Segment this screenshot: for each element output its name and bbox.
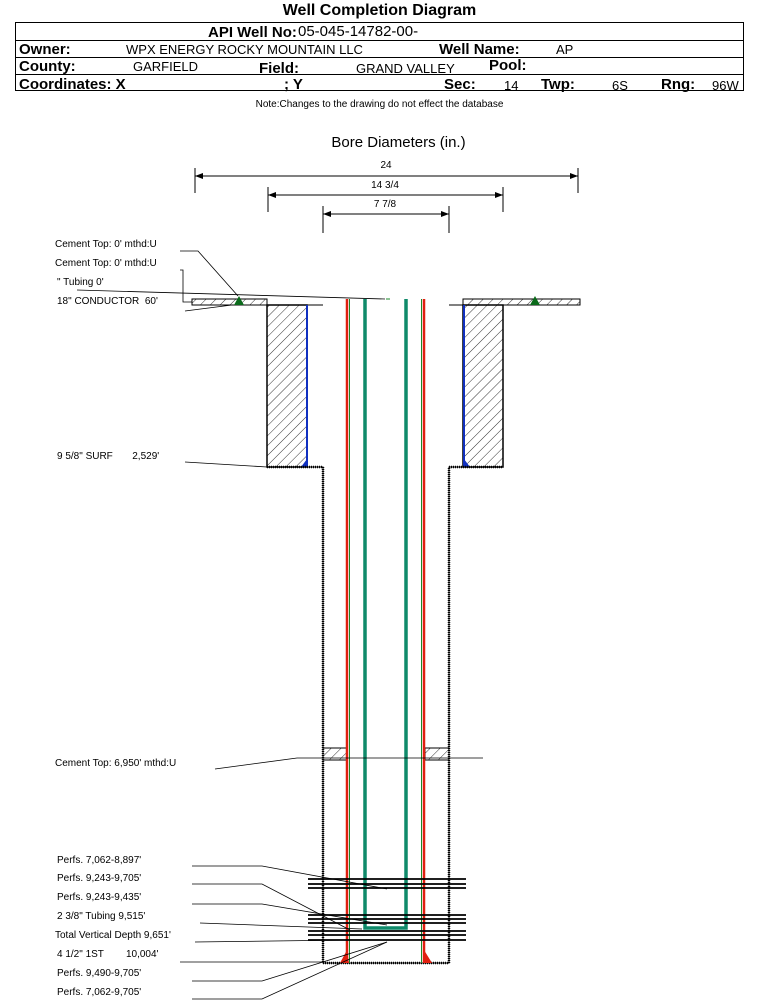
twp-value: 6S (612, 78, 628, 93)
label-cement-top-0-a: Cement Top: 0' mthd:U (55, 239, 157, 250)
well-name-label: Well Name: (439, 41, 520, 58)
label-total-vertical-depth: Total Vertical Depth 9,651' (55, 930, 171, 941)
county-label: County: (19, 58, 76, 75)
conductor-right (462, 298, 581, 306)
conductor-left (191, 298, 268, 306)
label-surface-casing: 9 5/8" SURF 2,529' (57, 451, 160, 462)
surface-cement-left (266, 304, 308, 468)
tubing (363, 299, 408, 930)
label-production-casing: 4 1/2" 1ST 10,004' (57, 949, 159, 960)
label-cement-top-0-b: Cement Top: 0' mthd:U (55, 258, 157, 269)
label-perfs-7062-8897: Perfs. 7,062-8,897' (57, 855, 142, 866)
owner-label: Owner: (19, 41, 71, 58)
label-tubing-0: " Tubing 0' (57, 277, 104, 288)
county-value: GARFIELD (133, 59, 199, 74)
rng-label: Rng: (661, 76, 696, 93)
coord-x-label: Coordinates: X (19, 76, 126, 93)
bore-diameter-24: 24 (380, 160, 392, 171)
api-value: 05-045-14782-00- (298, 23, 419, 40)
bore-diameter-7-7-8: 7 7/8 (373, 199, 397, 210)
field-value: GRAND VALLEY (356, 61, 455, 76)
twp-label: Twp: (541, 76, 575, 93)
pool-label: Pool: (489, 57, 527, 74)
label-cement-top-6950: Cement Top: 6,950' mthd:U (55, 758, 177, 769)
label-perfs-9490-9705: Perfs. 9,490-9,705' (57, 968, 142, 979)
bore-diameter-14-3-4: 14 3/4 (371, 180, 399, 191)
rng-value: 96W (712, 78, 739, 93)
bore-diameters-title: Bore Diameters (in.) (331, 134, 466, 151)
label-perfs-9243-9435: Perfs. 9,243-9,435' (57, 892, 142, 903)
field-label: Field: (259, 60, 299, 77)
label-tubing-9515: 2 3/8" Tubing 9,515' (57, 911, 146, 922)
well-name-value: AP (556, 42, 574, 57)
cement-marker-right (530, 296, 540, 305)
surface-cement-right (462, 304, 504, 468)
perforations (308, 878, 466, 941)
well-header-table: API Well No: 05-045-14782-00- Owner: WPX… (15, 22, 744, 93)
page-title: Well Completion Diagram (282, 2, 477, 19)
note-text: Note:Changes to the drawing do not effec… (255, 99, 504, 110)
cement-marker-left (234, 296, 244, 305)
label-perfs-9243-9705: Perfs. 9,243-9,705' (57, 873, 142, 884)
owner-value: WPX ENERGY ROCKY MOUNTAIN LLC (126, 42, 363, 57)
coord-y-label: ; Y (284, 76, 303, 93)
sec-label: Sec: (444, 76, 476, 93)
bore-dimension-lines (194, 168, 579, 233)
label-perfs-7062-9705: Perfs. 7,062-9,705' (57, 987, 142, 998)
label-conductor: 18" CONDUCTOR 60' (57, 296, 158, 307)
leader-lines (76, 250, 483, 1000)
sec-value: 14 (504, 78, 519, 93)
api-label: API Well No: (208, 24, 297, 41)
